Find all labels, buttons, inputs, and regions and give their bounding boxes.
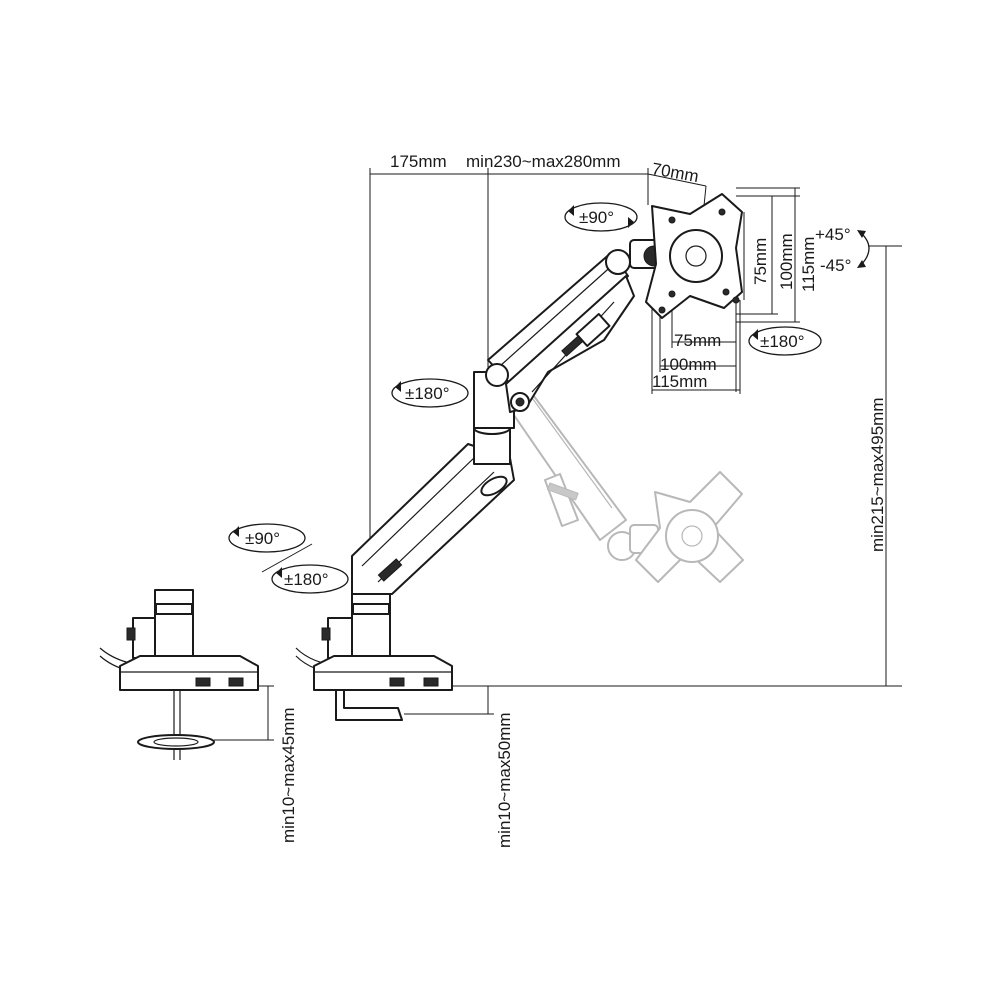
vesa-115-vertical-label: 115mm (799, 237, 818, 292)
clamp-range-label: min10~max50mm (495, 712, 514, 848)
vesa-100-vertical-label: 100mm (777, 233, 796, 290)
clamp-mount (295, 589, 453, 721)
base-rotation-label: ±180° (284, 570, 329, 589)
base-swivel-label: ±90° (245, 529, 280, 548)
vesa-75-horizontal-label: 75mm (674, 331, 721, 350)
lower-arm (351, 421, 515, 595)
rotation-labels: ±90° +45° -45° ±180° ±180° ±90° ±180° (245, 208, 851, 589)
upper-arm (473, 251, 635, 429)
vesa-75-vertical-label: 75mm (751, 238, 770, 285)
tilt-up-label: +45° (815, 225, 851, 244)
head-swivel-label: ±90° (579, 208, 614, 227)
vesa-head (605, 193, 743, 319)
vesa-100-horizontal-label: 100mm (660, 355, 717, 374)
dimension-labels: 175mm min230~max280mm 70mm 75mm 100mm 11… (279, 152, 887, 848)
vesa-115-horizontal-label: 115mm (652, 372, 707, 391)
grommet-range-label: min10~max45mm (279, 707, 298, 843)
tilt-down-label: -45° (820, 256, 851, 275)
plate-rotation-label: ±180° (760, 332, 805, 351)
arm-reach-label: min230~max280mm (466, 152, 621, 171)
height-range-label: min215~max495mm (868, 398, 887, 553)
arm-offset-label: 175mm (390, 152, 447, 171)
grommet-mount (99, 589, 259, 760)
elbow-rotation-label: ±180° (405, 384, 450, 403)
head-offset-label: 70mm (650, 159, 700, 186)
rotation-arcs (228, 202, 870, 594)
ghost-arm-position (497, 379, 744, 583)
